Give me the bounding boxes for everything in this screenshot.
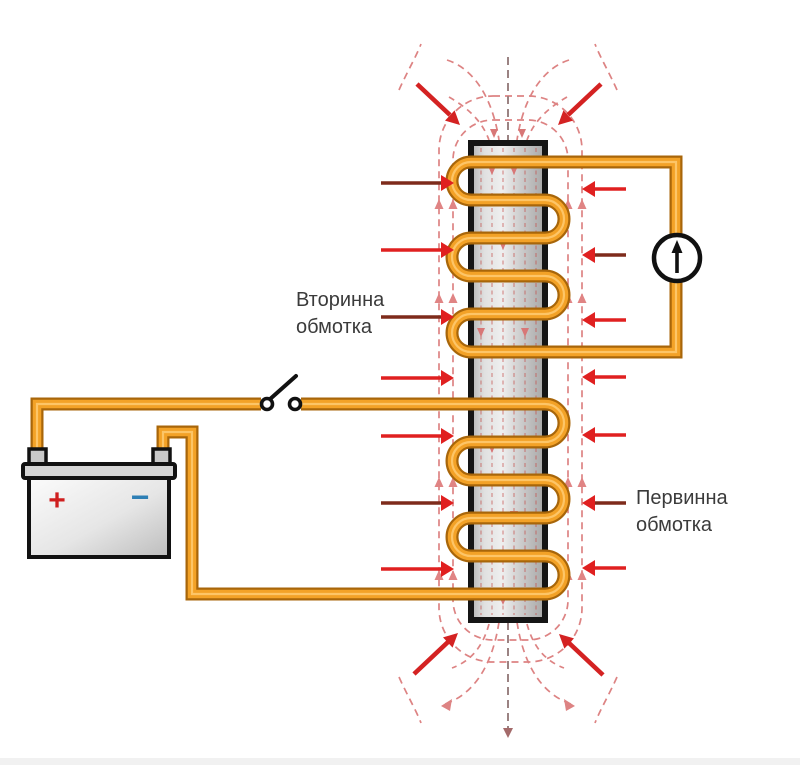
secondary-winding-label-line1: Вторинна: [296, 289, 385, 311]
battery-lid: [21, 462, 177, 480]
switch-contact-left: [259, 396, 275, 412]
arrowhead-icon: [558, 110, 573, 125]
battery-body: [27, 476, 171, 559]
arrowhead-icon: [441, 175, 454, 191]
field-flare-bottom-right-small: [526, 623, 565, 669]
magnetic-field-lines: [398, 43, 618, 724]
field-down-arrowhead-icon: [521, 328, 529, 337]
arrowhead-icon: [441, 242, 454, 258]
field-loop-inner: [452, 119, 569, 641]
arrowhead-icon: [582, 181, 595, 197]
field-down-arrowhead-icon: [477, 328, 485, 337]
diagonal-arrow-top-left: [415, 82, 452, 117]
field-flare-top-left-small: [448, 96, 490, 141]
arrowhead-icon: [559, 634, 574, 649]
field-up-arrowhead-icon: [577, 293, 587, 303]
field-edge-top-left: [398, 43, 422, 91]
primary-winding-label-line1: Первинна: [636, 487, 729, 509]
diagonal-arrow-top-right: [566, 82, 603, 117]
field-edge-bottom-right: [594, 676, 618, 724]
field-up-arrowhead-icon: [448, 199, 458, 209]
arrowhead-icon: [441, 495, 454, 511]
field-flare-bottom-right: [516, 621, 572, 705]
battery: + −: [21, 447, 177, 559]
arrowhead-icon: [443, 633, 458, 648]
field-up-arrowhead-icon: [448, 477, 458, 487]
field-up-arrowhead-icon: [577, 477, 587, 487]
battery-minus-symbol: −: [131, 479, 150, 515]
field-up-arrowhead-icon: [577, 570, 587, 580]
field-up-arrowhead-icon: [434, 570, 444, 580]
up-arrow-icon: [671, 240, 683, 253]
arrowhead-icon: [582, 427, 595, 443]
field-arrowhead-icon: [564, 699, 575, 711]
arrowhead-icon: [441, 309, 454, 325]
arrowhead-icon: [445, 110, 460, 125]
secondary-winding-label-line2: обмотка: [296, 316, 373, 338]
field-edge-bottom-left: [398, 676, 422, 724]
field-arrowhead-icon: [441, 699, 452, 711]
flux-arrows: [381, 175, 626, 577]
field-edge-top-right: [594, 43, 618, 91]
bottom-edge: [0, 758, 800, 765]
field-flare-bottom-left: [444, 621, 500, 705]
primary-winding-label-line2: обмотка: [636, 514, 713, 536]
arrowhead-icon: [582, 369, 595, 385]
galvanometer: [651, 232, 703, 284]
arrowhead-icon: [441, 370, 454, 386]
diagonal-arrow-bottom-right: [567, 641, 605, 677]
field-up-arrowhead-icon: [448, 293, 458, 303]
arrowhead-icon: [582, 247, 595, 263]
arrowhead-icon: [582, 495, 595, 511]
field-up-arrowhead-icon: [448, 570, 458, 580]
labels: Вторинна обмотка Первинна обмотка: [296, 289, 729, 536]
switch: [259, 374, 303, 412]
field-flare-top-right-small: [526, 96, 568, 141]
field-down-arrowhead-icon: [518, 129, 526, 138]
field-down-arrowhead-icon: [490, 129, 498, 138]
field-axis-line: [503, 57, 513, 738]
field-flare-top-right: [516, 59, 570, 141]
field-up-arrowhead-icon: [577, 199, 587, 209]
axis-arrowhead-icon: [503, 728, 513, 738]
switch-contact-right: [287, 396, 303, 412]
battery-plus-symbol: +: [48, 484, 66, 517]
field-up-arrowhead-icon: [434, 199, 444, 209]
diagonal-flux-arrows: [412, 82, 605, 677]
field-flare-top-left: [446, 59, 500, 141]
switch-lever: [267, 374, 298, 402]
arrowhead-icon: [582, 312, 595, 328]
arrowhead-icon: [441, 561, 454, 577]
core-body: [468, 140, 548, 623]
diagonal-arrow-bottom-left: [412, 640, 450, 676]
field-flare-bottom-left-small: [451, 623, 490, 669]
arrowhead-icon: [582, 560, 595, 576]
core-flux-lines: [480, 148, 537, 615]
field-up-arrowhead-icon: [434, 293, 444, 303]
iron-core: [468, 140, 548, 623]
arrowhead-icon: [441, 428, 454, 444]
field-up-arrowhead-icon: [434, 477, 444, 487]
